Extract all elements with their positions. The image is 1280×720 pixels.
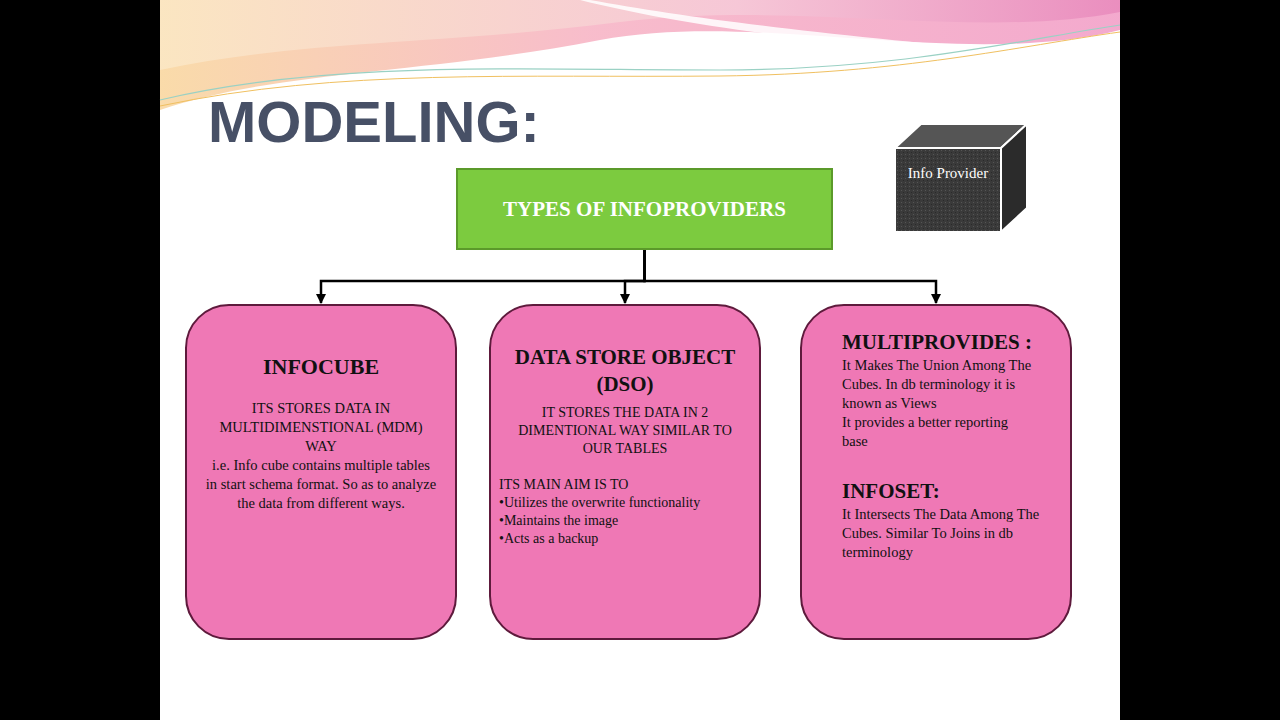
box-text: ITS STORES DATA IN MULTIDIMENSTIONAL (MD… [205,399,437,456]
box-text: It Intersects The Data Among The Cubes. … [842,505,1054,562]
box-text: i.e. Info cube contains multiple tables … [205,456,437,513]
box-text: ITS MAIN AIM IS TO [499,476,751,494]
slide [160,0,1120,720]
box-heading: DATA STORE OBJECT (DSO) [499,344,751,398]
box-heading: Info Provider [899,164,997,182]
box-text: It provides a better reporting base [842,413,1014,451]
connector-arrow [321,250,645,303]
box-text: •Maintains the image [499,512,751,530]
box-text: •Acts as a backup [499,530,751,548]
box-heading: INFOCUBE [205,352,437,381]
box-heading: MULTIPROVIDES : [842,328,1054,356]
box-text: IT STORES THE DATA IN 2 DIMENTIONAL WAY … [499,404,751,458]
connector-arrow [645,250,937,303]
infoprovider-cube: Info Provider [893,122,1029,234]
box-text: It Makes The Union Among The Cubes. In d… [842,356,1054,413]
box-text: INFOSET: [842,477,1054,505]
box-heading: TYPES OF INFOPROVIDERS [470,195,819,223]
box-text: •Utilizes the overwrite functionality [499,494,751,512]
multiprovider-infoset-box: MULTIPROVIDES :It Makes The Union Among … [800,304,1072,640]
connector-arrow [625,250,645,303]
infocube-box: INFOCUBE ITS STORES DATA IN MULTIDIMENSTI… [185,304,457,640]
dso-box: DATA STORE OBJECT (DSO) IT STORES THE DAT… [489,304,761,640]
slide-title: MODELING: [208,88,540,155]
root-box: TYPES OF INFOPROVIDERS [456,168,833,250]
